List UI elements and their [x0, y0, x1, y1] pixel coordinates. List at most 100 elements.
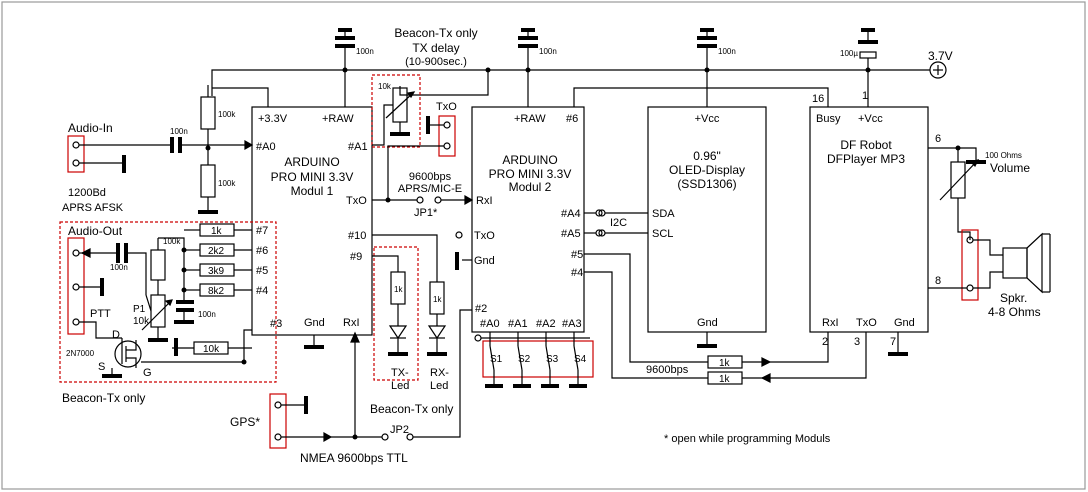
- tx-led-icon: [388, 325, 408, 340]
- cap-label-ladder: 100n: [198, 310, 216, 319]
- afsk-line1: 1200Bd: [68, 187, 106, 199]
- df-n3: 3: [854, 336, 860, 348]
- res-label-1k-rx: 1k: [433, 295, 442, 304]
- txled-line2: Led: [391, 380, 409, 392]
- pot-label-10k: 10k: [378, 82, 392, 91]
- speaker-icon: [1002, 247, 1028, 279]
- module2-pgnd: Gnd: [474, 255, 495, 267]
- beacon-bottom-label: Beacon-Tx only: [370, 402, 453, 416]
- audio-out-group: [59, 221, 277, 383]
- switch-s1: S1: [490, 354, 503, 365]
- module1-p10: #10: [348, 230, 366, 242]
- switch-s3: S3: [546, 354, 559, 365]
- capacitor-top-1: [335, 28, 355, 70]
- gps-header: [269, 393, 287, 449]
- audio-out-jack: [67, 237, 85, 335]
- module2-line2: PRO MINI 3.3V: [489, 167, 572, 181]
- module1-p6: #6: [256, 245, 268, 257]
- baud-label-3: 9600bps: [646, 364, 689, 376]
- module1-pgnd: Gnd: [304, 317, 325, 329]
- module1-p4: #4: [256, 285, 268, 297]
- module1-ptxo: TxO: [346, 195, 367, 207]
- df-line2: DFPlayer MP3: [827, 152, 905, 166]
- module2-pa5: #A5: [561, 228, 581, 240]
- rxled-line2: Led: [430, 380, 448, 392]
- module2-line3: Modul 2: [509, 180, 552, 194]
- baud-label-1: 9600bps: [409, 171, 452, 183]
- fet-g-label: G: [143, 367, 152, 379]
- capacitor-top-2: [518, 28, 538, 70]
- res-label-100k-c: 100k: [163, 237, 181, 246]
- txo-header: [438, 115, 456, 157]
- res-label-8k2: 8k2: [208, 286, 225, 297]
- res-label-1k-df-b: 1k: [719, 374, 731, 385]
- cap-label-audio-in: 100n: [170, 127, 188, 136]
- module2-pa4: #A4: [561, 208, 581, 220]
- df-line1: DF Robot: [840, 138, 892, 152]
- module2-p4: #4: [571, 267, 583, 279]
- scl-label: SCL: [652, 228, 673, 240]
- txo-jumper-label: TxO: [436, 101, 457, 113]
- res-label-1k-tx: 1k: [394, 285, 403, 294]
- module2-p2: #2: [475, 303, 487, 315]
- res-label-100k-b: 100k: [218, 179, 236, 188]
- module2-pa3: #A3: [562, 318, 582, 330]
- module2-prxi: RxI: [476, 195, 493, 207]
- switch-s4: S4: [574, 354, 587, 365]
- module1-line1: ARDUINO: [284, 155, 339, 169]
- cap-label-audio-out: 100n: [110, 263, 128, 272]
- oled-pvcc: +Vcc: [695, 113, 720, 125]
- audio-out-label: Audio-Out: [68, 224, 123, 238]
- resistor-100k-b: [200, 164, 216, 198]
- res-label-1k-ladder: 1k: [211, 226, 223, 237]
- module2-line1: ARDUINO: [502, 153, 557, 167]
- cap-label-3: 100n: [718, 47, 736, 56]
- module1-line3: Modul 1: [291, 184, 334, 198]
- fet-d-label: D: [112, 329, 120, 341]
- df-pgnd: Gnd: [894, 317, 915, 329]
- capacitor-top-elko: [858, 28, 878, 59]
- ptt-label: PTT: [90, 308, 111, 320]
- res-label-10k-fet: 10k: [203, 344, 220, 355]
- module2-p5: #5: [571, 249, 583, 261]
- rxled-line1: RX-: [430, 367, 449, 379]
- module1-p5: #5: [256, 265, 268, 277]
- module1-p9: #9: [350, 251, 362, 263]
- df-n8: 8: [935, 275, 941, 287]
- p1-label: P1: [133, 304, 146, 315]
- gps-label: GPS*: [230, 415, 260, 429]
- module2-pa2: #A2: [536, 318, 556, 330]
- jp1-label: JP1*: [414, 207, 438, 219]
- afsk-line2: APRS AFSK: [62, 202, 124, 214]
- cap-label-elko: 100µ: [840, 49, 858, 58]
- module1-praw: +RAW: [322, 113, 354, 125]
- speaker-label-1: Spkr.: [1000, 291, 1027, 305]
- module1-p3: #3: [270, 318, 282, 330]
- resistor-100k-a: [200, 96, 216, 130]
- txled-line1: TX-: [391, 367, 409, 379]
- volume-pot: [950, 161, 966, 199]
- cap-label-1: 100n: [356, 47, 374, 56]
- audio-in-jack: [67, 135, 85, 173]
- module2-p6: #6: [566, 113, 578, 125]
- footnote: * open while programming Moduls: [664, 433, 831, 445]
- oled-line1: 0.96": [693, 149, 721, 163]
- dfplayer: [809, 106, 929, 333]
- p1-value: 10k: [133, 316, 150, 327]
- df-n7: 7: [890, 336, 896, 348]
- fet-2n7000-icon: [114, 340, 142, 368]
- module2-ptxo: TxO: [474, 230, 495, 242]
- oled-line2: OLED-Display: [669, 163, 745, 177]
- module2-praw: +RAW: [514, 113, 546, 125]
- df-ptxo: TxO: [856, 317, 877, 329]
- oled-pgnd: Gnd: [697, 317, 718, 329]
- tx-led-group: [373, 246, 419, 381]
- oled-line3: (SSD1306): [677, 177, 736, 191]
- res-label-100k-a: 100k: [218, 110, 236, 119]
- capacitor-top-3: [697, 28, 717, 70]
- jp2-label: JP2: [390, 424, 409, 436]
- cap-label-2: 100n: [539, 47, 557, 56]
- res-label-3k9: 3k9: [208, 266, 225, 277]
